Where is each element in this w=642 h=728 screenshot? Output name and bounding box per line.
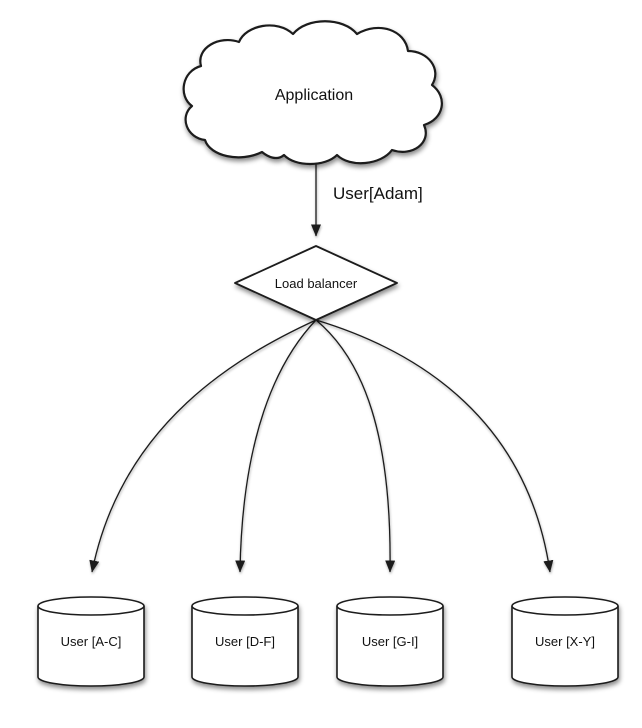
load-balancer-node: Load balancer: [234, 245, 398, 321]
cloud-shape: [182, 20, 443, 166]
shard-label: User [G-I]: [362, 634, 418, 649]
diamond-shape: [234, 245, 398, 321]
cylinder-shape: [191, 596, 299, 687]
edge-label-user-adam: User[Adam]: [333, 184, 423, 203]
cylinder-shape: [511, 596, 619, 687]
application-cloud-node: Application: [182, 20, 443, 166]
cylinder-shape: [336, 596, 444, 687]
load-balancer-label: Load balancer: [275, 276, 358, 291]
shard-label: User [A-C]: [61, 634, 122, 649]
shard-node-4: User [X-Y]: [511, 596, 619, 687]
edge-loadbalancer-to-shard-3: [315, 319, 396, 573]
application-label: Application: [275, 87, 353, 104]
edges-layer: [89, 159, 554, 573]
edge-loadbalancer-to-shard-4: [315, 319, 554, 573]
edge-loadbalancer-to-shard-1: [89, 319, 317, 573]
shard-node-3: User [G-I]: [336, 596, 444, 687]
cylinder-shape: [37, 596, 145, 687]
shard-label: User [D-F]: [215, 634, 275, 649]
shard-node-1: User [A-C]: [37, 596, 145, 687]
shard-node-2: User [D-F]: [191, 596, 299, 687]
shard-label: User [X-Y]: [535, 634, 595, 649]
edge-loadbalancer-to-shard-2: [235, 319, 317, 573]
